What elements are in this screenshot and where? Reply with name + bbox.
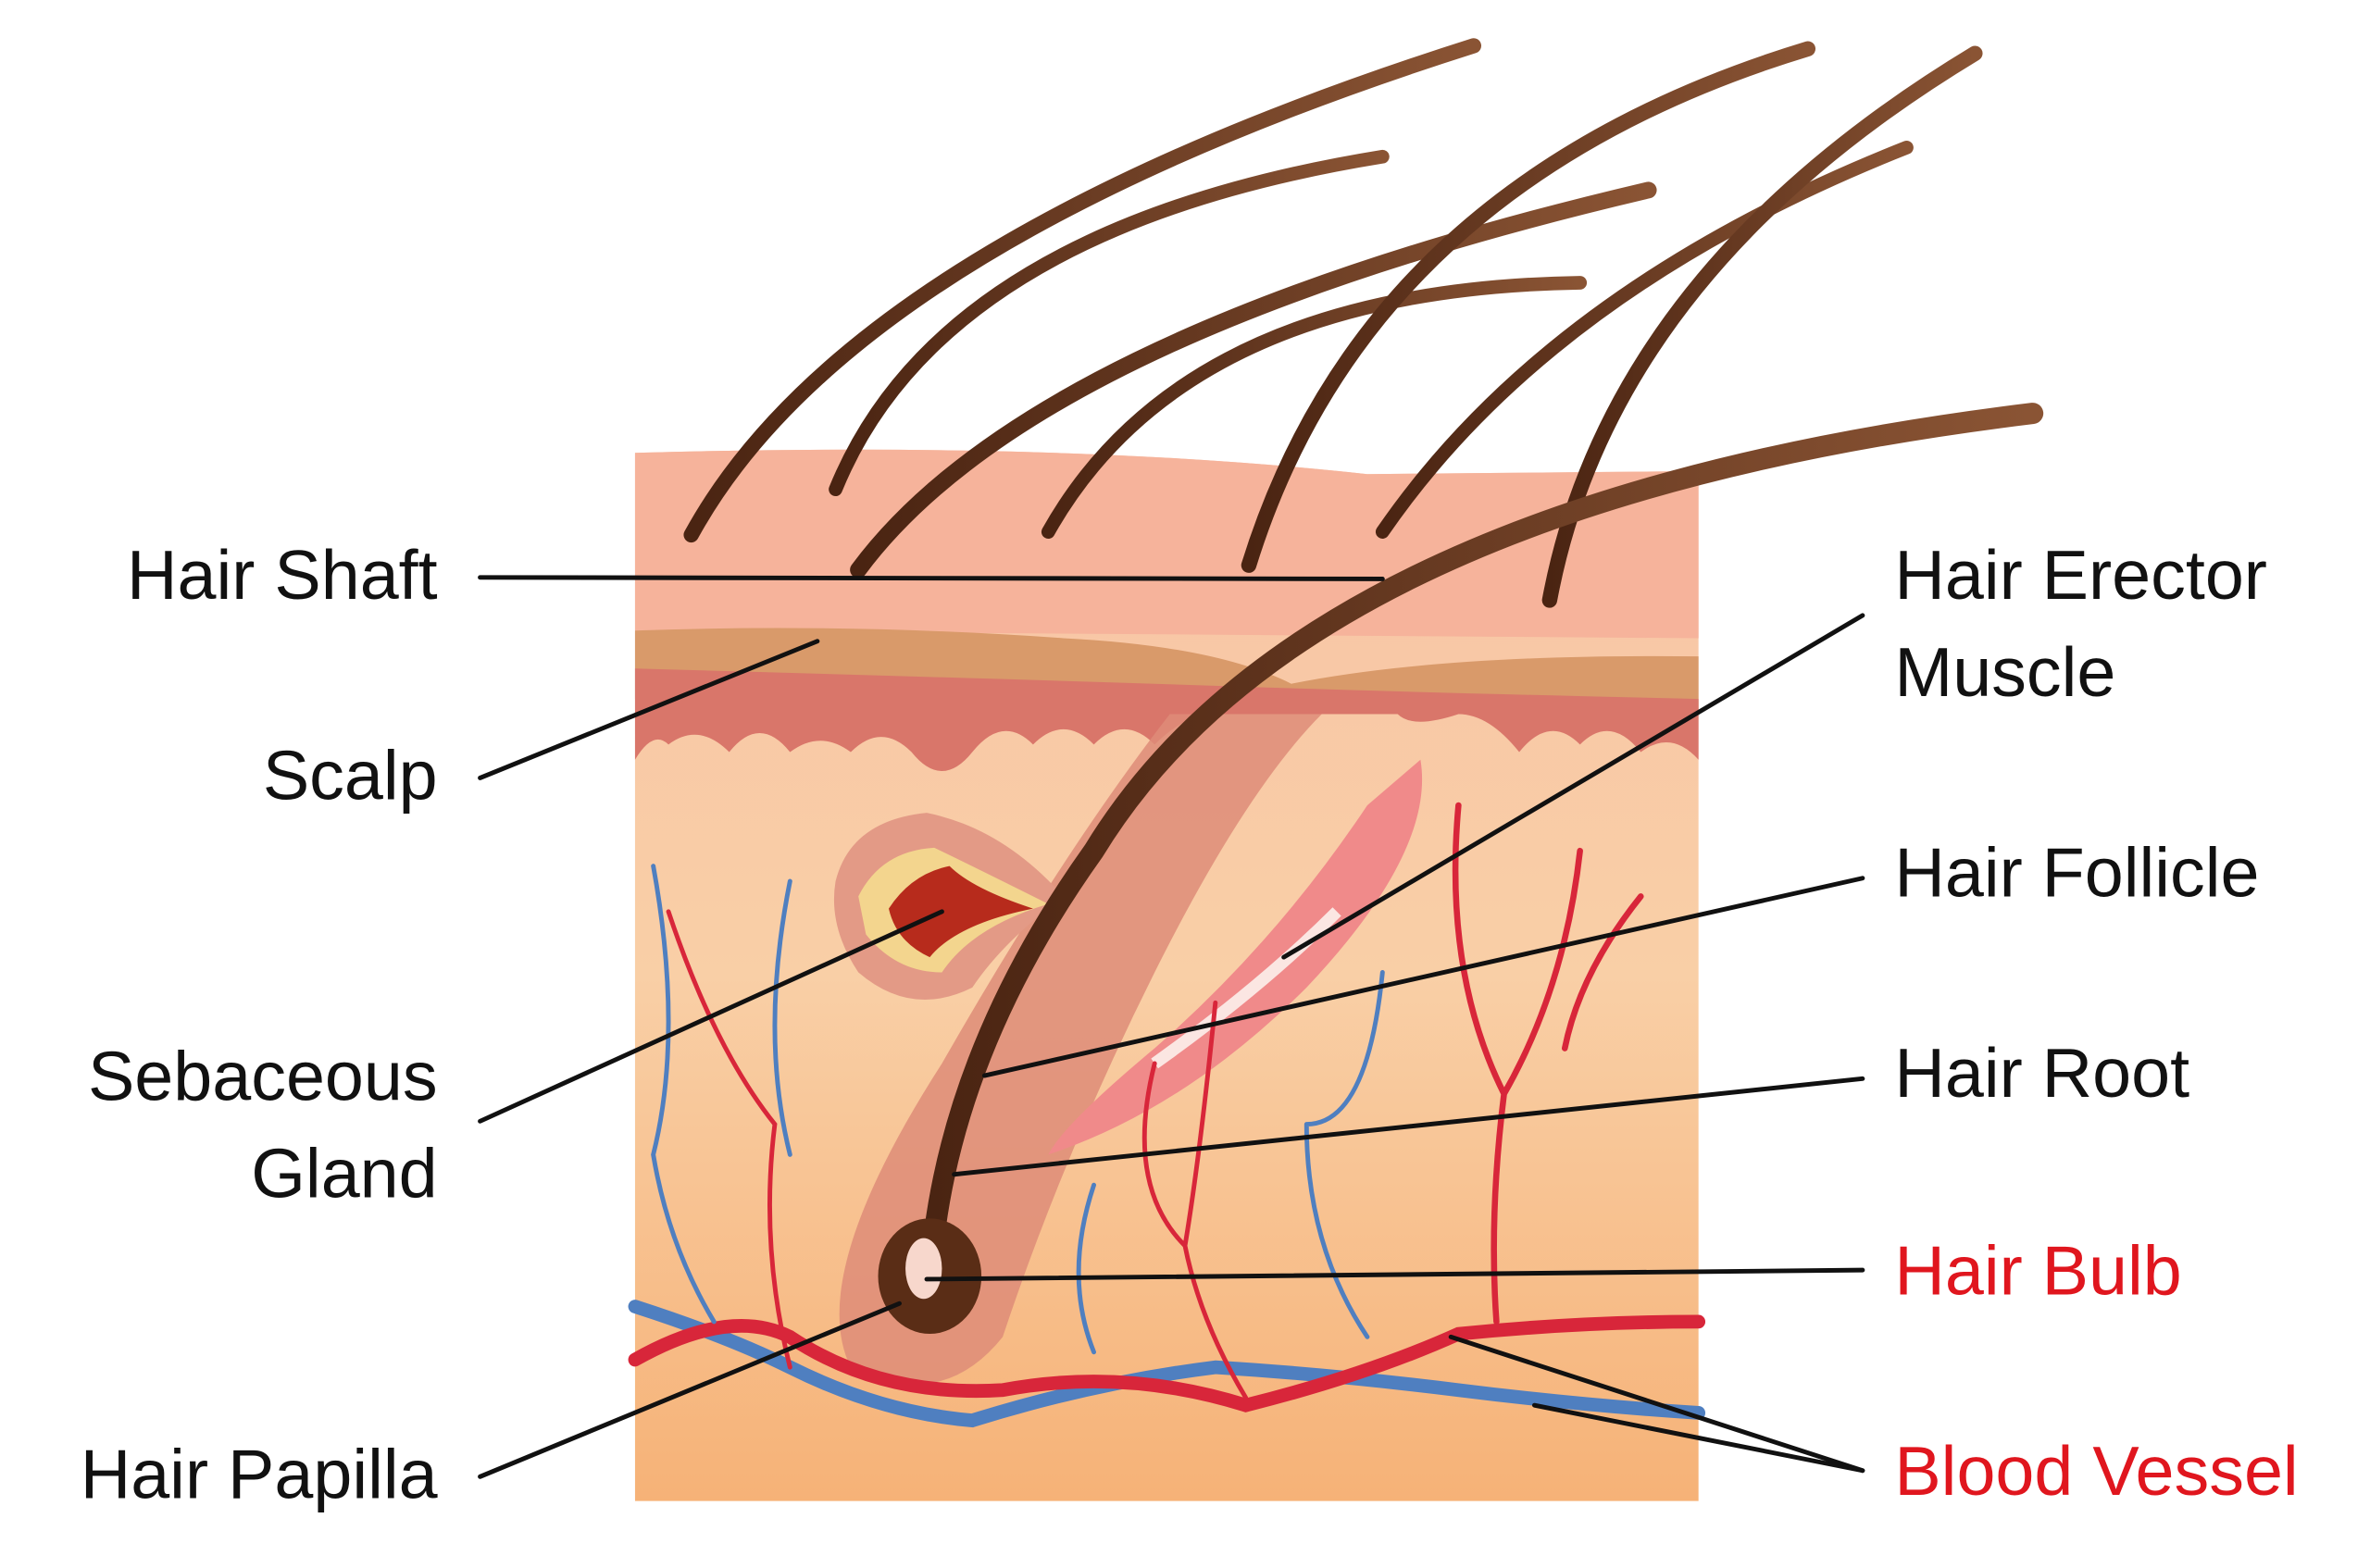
label-hair-erector: Hair Erector: [1894, 536, 2267, 614]
label-hair-root: Hair Root: [1894, 1034, 2189, 1112]
label-muscle: Muscle: [1894, 633, 2115, 711]
left-labels: Hair Shaft Scalp Sebaceous Gland Hair Pa…: [81, 536, 438, 1512]
label-hair-bulb: Hair Bulb: [1894, 1231, 2181, 1309]
pointer-lines: [478, 575, 1865, 1479]
label-blood-vessel: Blood Vessel: [1894, 1432, 2298, 1510]
blood-vessels: [628, 802, 1706, 1428]
label-hair-follicle: Hair Follicle: [1894, 833, 2259, 911]
label-gland: Gland: [251, 1134, 437, 1212]
label-scalp: Scalp: [263, 736, 438, 814]
hair-root-shaft: [918, 403, 2044, 1295]
hairs: [683, 38, 2044, 1295]
label-sebaceous: Sebaceous: [88, 1037, 438, 1114]
label-hair-papilla: Hair Papilla: [81, 1435, 438, 1512]
right-labels: Hair Erector Muscle Hair Follicle Hair R…: [1894, 536, 2298, 1510]
label-hair-shaft: Hair Shaft: [127, 536, 438, 614]
erector-muscle: [1048, 759, 1423, 1155]
hair-papilla: [905, 1238, 942, 1300]
